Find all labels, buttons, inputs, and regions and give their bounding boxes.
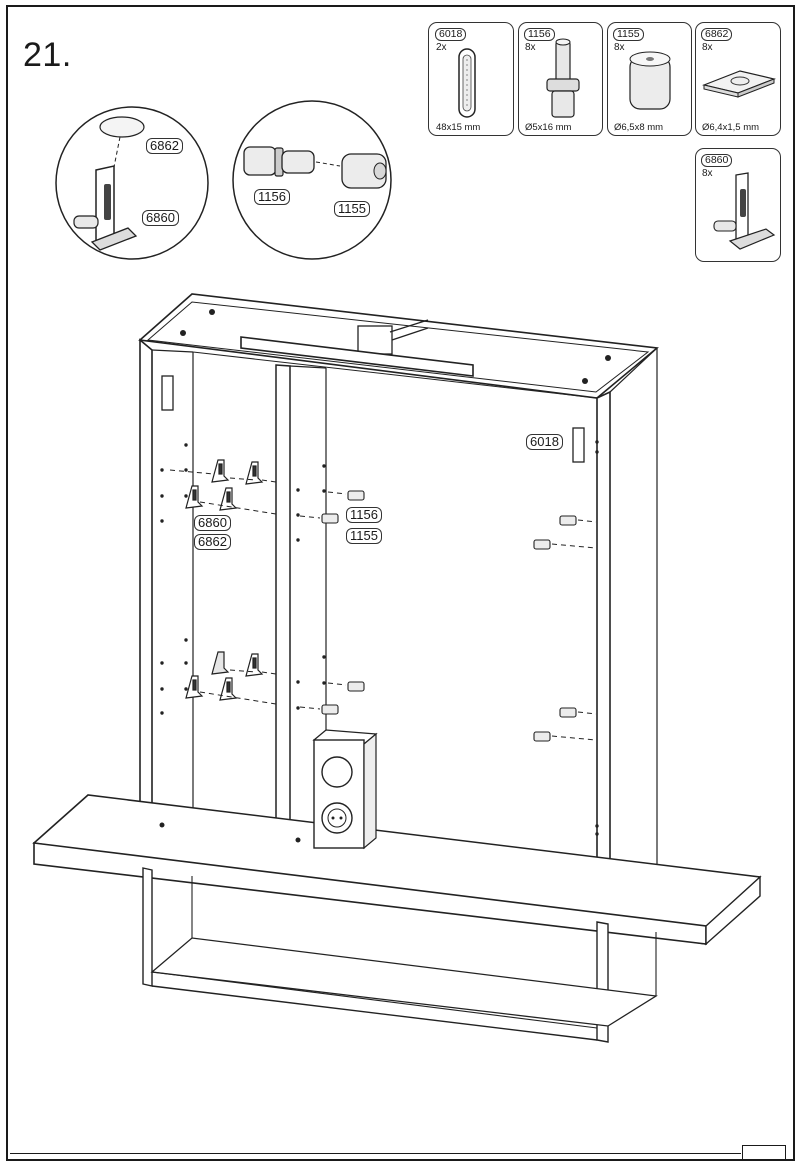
- pin-sleeve-icon: [629, 51, 671, 110]
- part-code: 6862: [701, 28, 733, 41]
- part-size: Ø6,5x8 mm: [614, 122, 664, 133]
- detail-label-6862: 6862: [146, 138, 183, 154]
- detail-circle-pin: [232, 100, 392, 260]
- part-qty: 2x: [436, 42, 447, 53]
- step-number: 21.: [23, 36, 72, 74]
- part-qty: 8x: [525, 42, 536, 53]
- instruction-frame: [6, 5, 795, 1161]
- detail-label-1156: 1156: [254, 189, 290, 205]
- part-code: 6018: [435, 28, 467, 41]
- shelf-pin-icon: [546, 38, 580, 118]
- part-card-1156: 1156 8x Ø5x16 mm: [518, 22, 603, 136]
- part-card-6018: 6018 2x 48x15 mm: [428, 22, 514, 136]
- shelf-pins: [321, 490, 577, 742]
- part-size: 48x15 mm: [436, 122, 481, 133]
- part-card-6862: 6862 8x Ø6,4x1,5 mm: [695, 22, 781, 136]
- part-size: Ø6,4x1,5 mm: [702, 122, 760, 133]
- detail-label-6860: 6860: [142, 210, 179, 226]
- part-code: 1155: [613, 28, 644, 41]
- callout-6018: 6018: [526, 434, 563, 450]
- part-qty: 8x: [702, 42, 713, 53]
- footer-page-box: [742, 1145, 786, 1161]
- callout-1156: 1156: [346, 507, 382, 523]
- footer-rule: [10, 1153, 741, 1154]
- part-size: Ø5x16 mm: [525, 122, 572, 133]
- socket-box: [312, 729, 378, 850]
- part-code: 6860: [701, 154, 733, 167]
- part-code: 1156: [524, 28, 555, 41]
- pad-icon: [701, 70, 777, 98]
- detail-label-1155: 1155: [334, 201, 370, 217]
- magnet-catch-icon: [458, 48, 476, 118]
- part-card-1155: 1155 8x Ø6,5x8 mm: [607, 22, 692, 136]
- callout-6860: 6860: [194, 515, 231, 531]
- part-card-6860: 6860 8x: [695, 148, 781, 262]
- shelf-supports: [185, 459, 264, 701]
- part-qty: 8x: [614, 42, 625, 53]
- callout-6862: 6862: [194, 534, 231, 550]
- callout-1155: 1155: [346, 528, 382, 544]
- shelf-support-icon: [713, 172, 776, 250]
- part-qty: 8x: [702, 168, 713, 179]
- detail-circle-support: [55, 106, 209, 260]
